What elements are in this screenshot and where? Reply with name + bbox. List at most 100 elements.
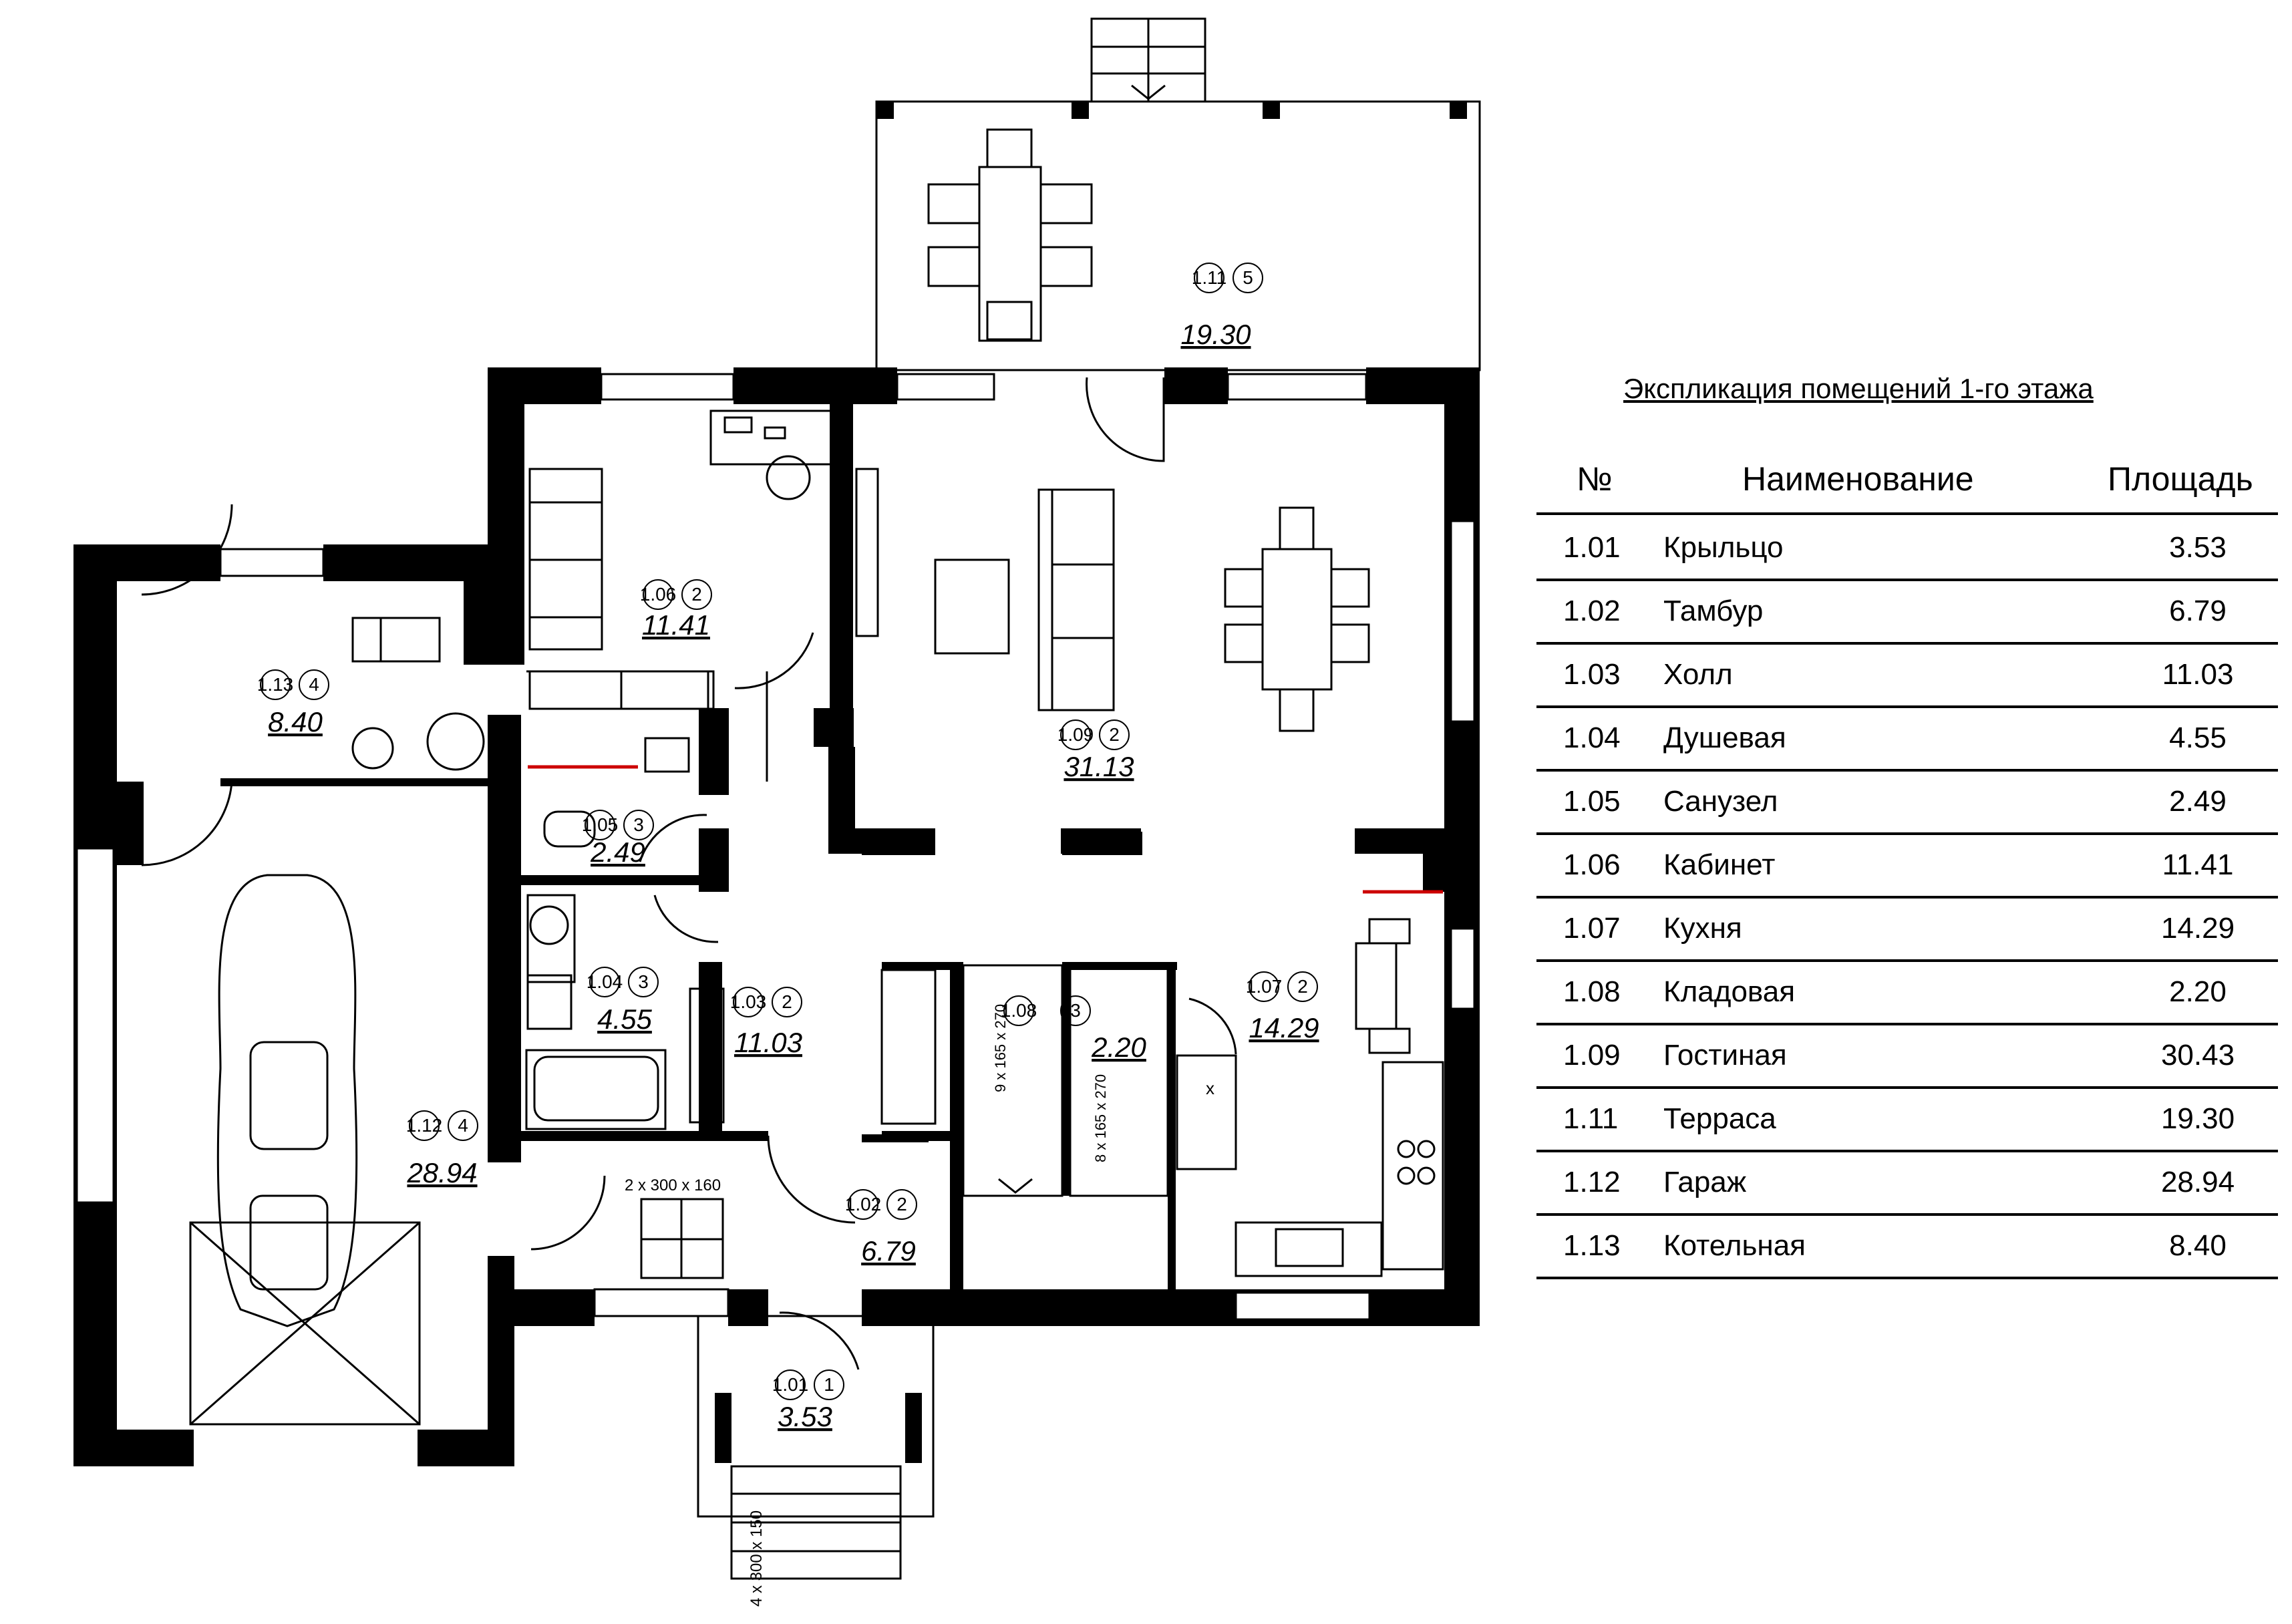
room-number: 1.05 — [1563, 785, 1621, 818]
room-name: Терраса — [1663, 1102, 1776, 1135]
room-label-1.06: 1.06 2 11.41 — [640, 579, 712, 641]
svg-text:1.05: 1.05 — [582, 814, 619, 835]
room-label-1.08: 1.08 3 2.20 — [1001, 995, 1147, 1063]
svg-text:1.13: 1.13 — [257, 674, 294, 695]
svg-text:1.06: 1.06 — [640, 584, 677, 605]
door-entrance — [779, 1311, 860, 1370]
svg-text:3: 3 — [1070, 1000, 1081, 1021]
room-number: 1.01 — [1563, 531, 1621, 564]
door-cabinet — [734, 632, 814, 689]
room-name: Кладовая — [1663, 975, 1796, 1008]
svg-text:1.01: 1.01 — [772, 1374, 809, 1395]
stair-label-flight-1: 9 x 165 x 270 — [992, 1004, 1009, 1092]
svg-text:2: 2 — [782, 991, 792, 1012]
room-number: 1.11 — [1563, 1102, 1619, 1135]
room-area: 6.79 — [2169, 595, 2227, 627]
table-row: 1.06 Кабинет 11.41 — [1536, 832, 2278, 899]
table-row: 1.12 Гараж 28.94 — [1536, 1150, 2278, 1216]
svg-text:4: 4 — [458, 1115, 468, 1136]
door-kitchen — [1188, 997, 1237, 1055]
header-area: Площадь — [2108, 460, 2253, 498]
room-name: Кабинет — [1663, 848, 1776, 881]
svg-text:1.04: 1.04 — [587, 971, 623, 992]
hall-shoe-cabinet — [880, 969, 937, 1125]
room-number: 1.06 — [1563, 848, 1621, 881]
room-number: 1.03 — [1563, 658, 1621, 691]
stair-label-entrance: 2 x 300 x 160 — [625, 1176, 721, 1194]
room-name: Гараж — [1663, 1166, 1747, 1198]
room-label-1.05: 1.05 3 2.49 — [582, 810, 654, 868]
svg-text:1.07: 1.07 — [1246, 976, 1283, 997]
svg-text:31.13: 31.13 — [1063, 751, 1134, 782]
svg-text:2.49: 2.49 — [590, 836, 645, 868]
room-area: 11.41 — [2162, 848, 2234, 881]
svg-text:1: 1 — [824, 1374, 834, 1395]
room-label-1.04: 1.04 3 4.55 — [587, 967, 659, 1035]
terrace-table — [927, 128, 1093, 342]
room-number: 1.13 — [1563, 1229, 1621, 1262]
svg-text:11.03: 11.03 — [734, 1027, 802, 1058]
svg-text:3: 3 — [638, 971, 649, 992]
room-label-1.03: 1.03 2 11.03 — [730, 987, 802, 1058]
svg-text:2: 2 — [1109, 724, 1120, 745]
room-label-1.13: 1.13 4 8.40 — [257, 669, 329, 738]
room-name: Гостиная — [1663, 1039, 1787, 1072]
explication-title: Экспликация помещений 1-го этажа — [1623, 373, 2094, 404]
door-shower — [653, 895, 719, 943]
svg-text:1.03: 1.03 — [730, 991, 767, 1012]
radiator-lines — [528, 765, 1443, 894]
room-area: 28.94 — [2160, 1166, 2235, 1198]
room-area: 8.40 — [2169, 1229, 2227, 1262]
header-num: № — [1577, 460, 1613, 498]
room-name: Душевая — [1663, 721, 1786, 754]
room-area: 14.29 — [2160, 912, 2235, 945]
kitchen-furniture — [1176, 918, 1444, 1277]
room-area: 30.43 — [2160, 1039, 2235, 1072]
room-area: 3.53 — [2169, 531, 2227, 564]
door-living-terrace — [1086, 377, 1165, 462]
svg-text:4.55: 4.55 — [597, 1003, 652, 1035]
svg-text:6.79: 6.79 — [861, 1235, 916, 1267]
room-label-1.02: 1.02 2 6.79 — [845, 1189, 917, 1267]
stair-label-porch: 4 x 300 x 150 — [748, 1510, 766, 1607]
room-labels: 1.11 5 19.30 1.06 2 11.41 1.13 4 8.40 1.… — [257, 263, 1319, 1432]
room-name: Котельная — [1663, 1229, 1806, 1262]
room-number: 1.04 — [1563, 721, 1621, 754]
room-number: 1.07 — [1563, 912, 1621, 945]
room-number: 1.12 — [1563, 1166, 1621, 1198]
room-label-1.11: 1.11 5 19.30 — [1180, 263, 1263, 350]
terrace-columns — [876, 102, 1467, 119]
svg-text:2: 2 — [896, 1194, 907, 1214]
svg-text:1.12: 1.12 — [406, 1115, 443, 1136]
svg-text:11.41: 11.41 — [642, 609, 710, 641]
svg-text:2: 2 — [691, 584, 702, 605]
room-number: 1.02 — [1563, 595, 1621, 627]
room-label-1.12: 1.12 4 28.94 — [406, 1110, 478, 1188]
svg-text:1.08: 1.08 — [1001, 1000, 1037, 1021]
room-area: 2.20 — [2169, 975, 2227, 1008]
svg-text:14.29: 14.29 — [1249, 1012, 1319, 1043]
boiler-equipment — [351, 617, 485, 771]
door-garage-hall — [530, 1175, 606, 1251]
entrance-steps — [640, 1198, 724, 1279]
svg-text:1.11: 1.11 — [1192, 267, 1226, 288]
table-header-line — [1536, 512, 2278, 515]
door-garage — [141, 781, 233, 866]
stair-label-flight-2: 8 x 165 x 270 — [1092, 1074, 1109, 1162]
svg-text:19.30: 19.30 — [1180, 319, 1251, 350]
svg-text:5: 5 — [1243, 267, 1253, 288]
svg-text:2.20: 2.20 — [1091, 1031, 1146, 1063]
svg-text:1.09: 1.09 — [1057, 724, 1094, 745]
svg-text:1.02: 1.02 — [845, 1194, 882, 1214]
door-hall — [767, 1135, 856, 1224]
svg-text:2: 2 — [1297, 976, 1308, 997]
car-icon — [216, 874, 358, 1327]
